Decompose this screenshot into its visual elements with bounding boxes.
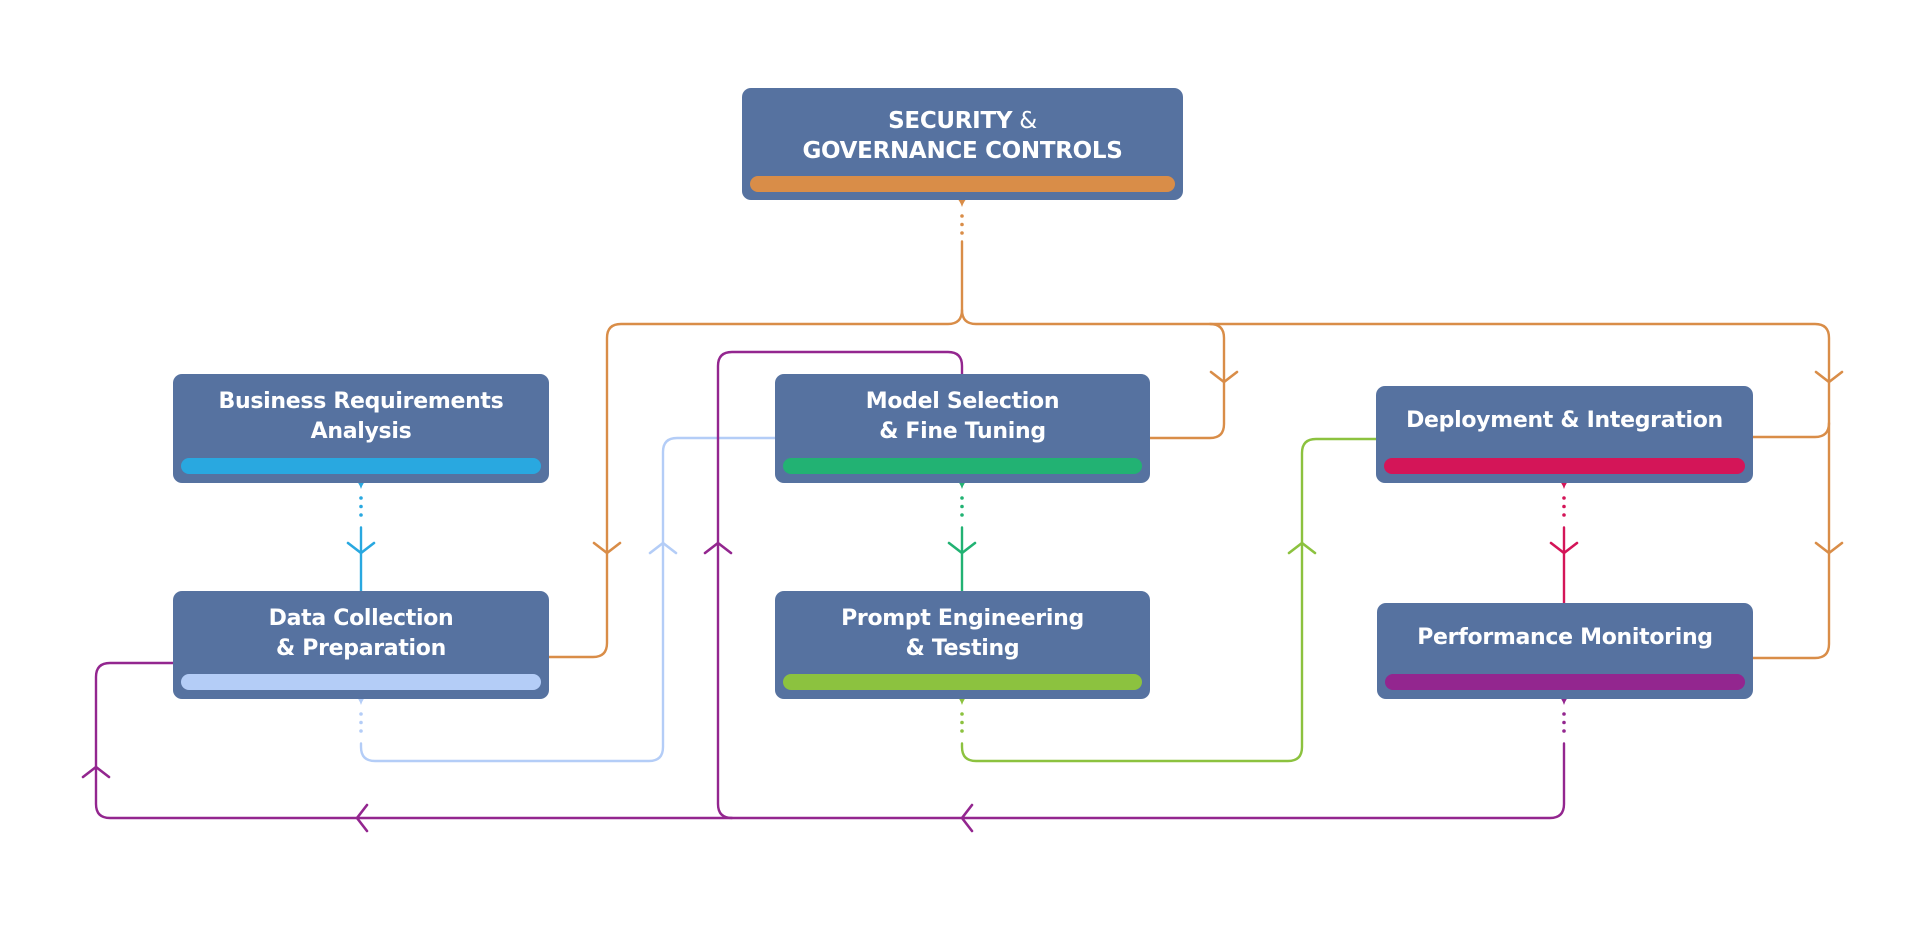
node-title-line-1: Data Collection <box>268 606 454 631</box>
node-title-line-1: Model Selection <box>865 389 1060 414</box>
accent-bar <box>181 458 541 474</box>
arrow-down-icon <box>1814 370 1844 384</box>
perf-connector-dot <box>1562 729 1566 733</box>
arrow-up-icon <box>81 765 111 779</box>
security-connector-dot <box>960 231 964 235</box>
node-data-collection[interactable]: Data Collection & Preparation <box>173 591 549 699</box>
prompt-connector-dot <box>960 729 964 733</box>
arrow-up-icon <box>648 541 678 555</box>
edge-perf-to-data <box>94 661 1566 820</box>
perf-connector-dot <box>1562 720 1566 725</box>
arrow-down-icon <box>346 541 376 555</box>
node-performance-monitoring[interactable]: Performance Monitoring <box>1377 603 1753 699</box>
business-connector-dot <box>359 513 363 517</box>
node-title-line-1: SECURITY & <box>888 108 1037 134</box>
accent-bar <box>1384 458 1745 474</box>
arrow-down-icon <box>947 541 977 555</box>
node-model-selection[interactable]: Model Selection & Fine Tuning <box>775 374 1150 483</box>
arrow-left-icon <box>960 803 974 833</box>
node-title-line-2: & Preparation <box>276 636 446 661</box>
accent-bar <box>783 458 1142 474</box>
node-title-line-2: & Testing <box>905 636 1020 661</box>
security-connector-dot <box>960 214 964 218</box>
model-connector-dot <box>960 496 964 500</box>
edge-security-to-model <box>960 308 1226 440</box>
node-title-line-2: GOVERNANCE CONTROLS <box>802 138 1123 164</box>
edge-perf-to-model <box>716 350 964 820</box>
arrow-down-icon <box>1209 370 1239 384</box>
node-title-line-2: Analysis <box>310 419 412 444</box>
node-title-line-1: Business Requirements <box>218 389 504 414</box>
node-business-requirements[interactable]: Business Requirements Analysis <box>173 374 549 483</box>
node-title-line-1: Performance Monitoring <box>1417 625 1713 650</box>
business-connector-dot <box>359 496 363 500</box>
data-connector-dot <box>359 712 363 716</box>
node-security-governance[interactable]: SECURITY & GOVERNANCE CONTROLS <box>742 88 1183 200</box>
accent-bar <box>750 176 1175 192</box>
model-connector-dot <box>960 504 964 509</box>
edge-data-to-model <box>359 436 777 763</box>
accent-bar <box>181 674 541 690</box>
arrow-down-icon <box>1814 541 1844 555</box>
arrow-left-icon <box>355 803 369 833</box>
data-connector-dot <box>359 720 363 725</box>
prompt-connector-dot <box>960 712 964 716</box>
arrow-up-icon <box>703 541 733 555</box>
arrow-down-icon <box>1549 541 1579 555</box>
prompt-connector-dot <box>960 720 964 725</box>
edge-security-to-perf <box>1751 421 1831 660</box>
business-connector-dot <box>359 504 363 509</box>
arrow-down-icon <box>592 541 622 555</box>
node-title-line-2: & Fine Tuning <box>879 419 1046 444</box>
deploy-connector-dot <box>1562 513 1566 517</box>
node-prompt-engineering[interactable]: Prompt Engineering & Testing <box>775 591 1150 699</box>
node-deployment-integration[interactable]: Deployment & Integration <box>1376 386 1753 483</box>
node-title-line-1: Deployment & Integration <box>1406 408 1723 433</box>
model-connector-dot <box>960 513 964 517</box>
edge-security-to-data <box>547 240 964 659</box>
security-connector-dot <box>960 222 964 227</box>
arrow-up-icon <box>1287 541 1317 555</box>
edge-prompt-to-deploy <box>960 437 1378 763</box>
accent-bar <box>783 674 1142 690</box>
node-title-line-1: Prompt Engineering <box>841 606 1084 631</box>
accent-bar <box>1385 674 1745 690</box>
deploy-connector-dot <box>1562 496 1566 500</box>
perf-connector-dot <box>1562 712 1566 716</box>
deploy-connector-dot <box>1562 504 1566 509</box>
data-connector-dot <box>359 729 363 733</box>
